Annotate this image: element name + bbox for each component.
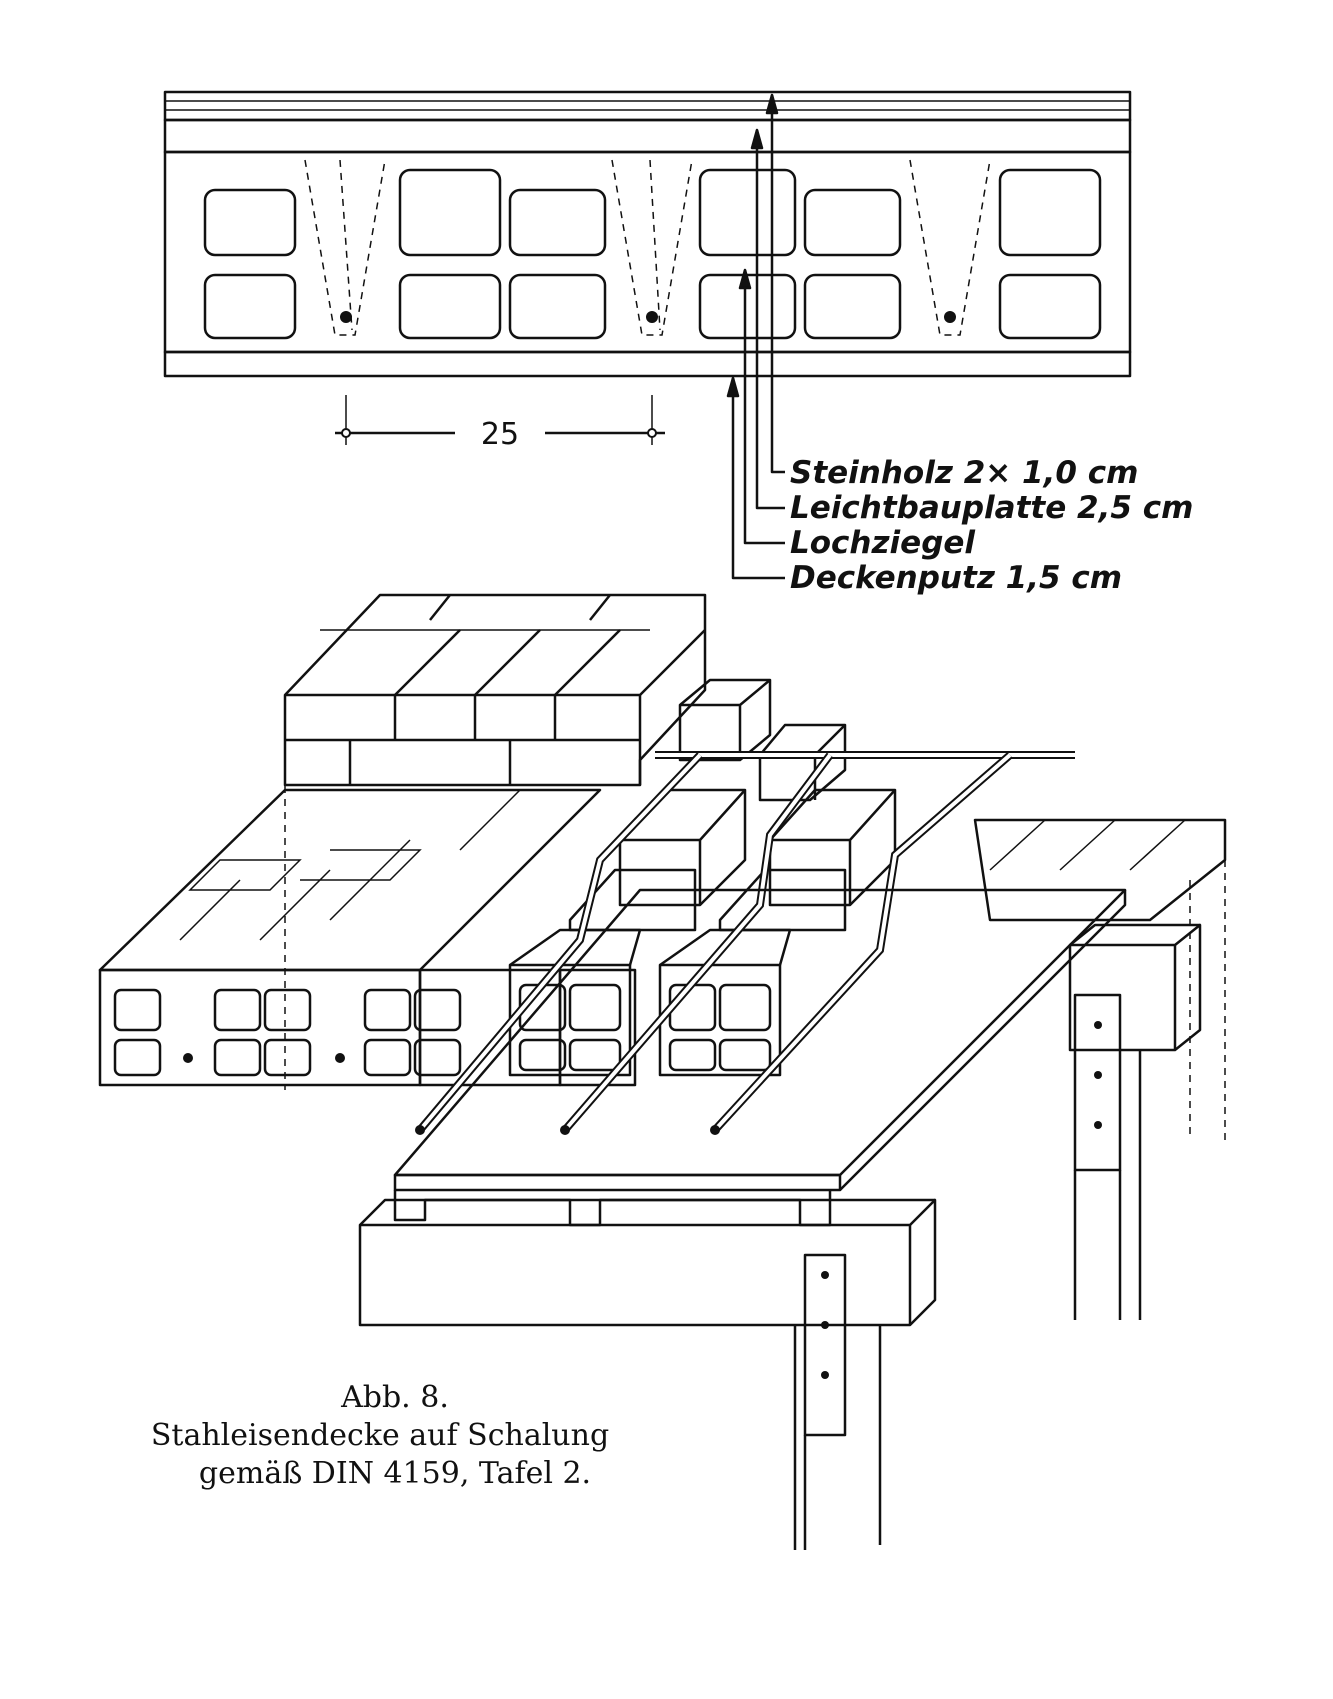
far-deck <box>973 818 1227 1140</box>
legend-leichtbauplatte: Leichtbauplatte 2,5 cm <box>790 490 1193 526</box>
floor-section <box>163 90 1132 378</box>
support-beam-front <box>358 1198 937 1550</box>
leichtbauplatte-layer <box>163 118 1132 154</box>
deck-top <box>98 788 602 972</box>
rebar-rods <box>415 751 1075 1135</box>
caption-title: Stahleisendecke auf Schalung <box>151 1418 609 1453</box>
caption-standard: gemäß DIN 4159, Tafel 2. <box>199 1456 591 1491</box>
dimension-line: 25 <box>335 395 665 452</box>
figure-caption: Abb. 8. Stahleisendecke auf Schalung gem… <box>151 1380 609 1491</box>
rebar-dot <box>944 311 956 323</box>
support-beam-back <box>1068 923 1202 1320</box>
rebar-dot <box>340 311 352 323</box>
legend-lochziegel: Lochziegel <box>790 525 975 561</box>
legend-deckenputz: Deckenputz 1,5 cm <box>790 560 1122 596</box>
caption-figure-number: Abb. 8. <box>340 1380 449 1415</box>
brick-stack <box>283 593 707 1090</box>
rebar-dot <box>646 311 658 323</box>
steinholz-layer <box>163 90 1132 122</box>
formwork-board <box>393 888 1127 1227</box>
dimension-label: 25 <box>481 417 519 452</box>
small-bricks <box>678 678 847 802</box>
deckenputz-layer <box>163 350 1132 378</box>
legend: Steinholz 2× 1,0 cm Leichtbauplatte 2,5 … <box>790 455 1193 596</box>
hollow-blocks-back <box>568 788 897 932</box>
concrete-ribs <box>304 159 991 336</box>
lochziegel-layer <box>163 150 1132 354</box>
brick-cavities <box>203 168 1102 340</box>
legend-steinholz: Steinholz 2× 1,0 cm <box>790 455 1138 491</box>
legend-leaders <box>726 93 785 580</box>
hollow-brick-row <box>98 928 792 1087</box>
isometric-view <box>98 593 1227 1550</box>
